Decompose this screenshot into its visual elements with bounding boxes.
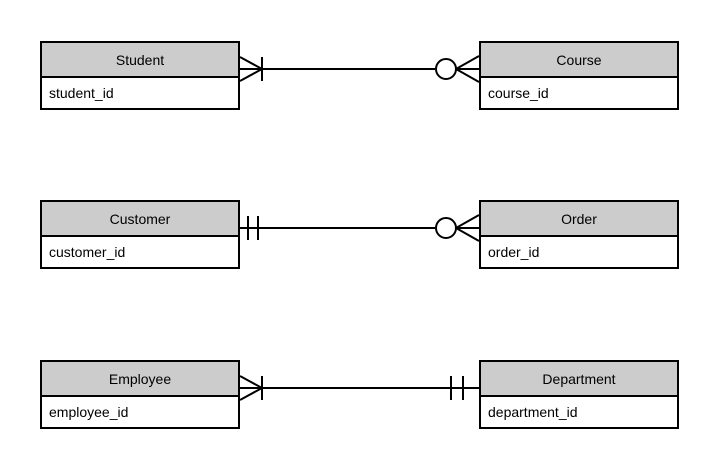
cardinality-crowsfoot-one-or-more-student (239, 56, 263, 82)
entity-course-attribute-course_id: course_id (488, 85, 549, 101)
entity-student-attribute-student_id: student_id (49, 85, 114, 101)
entity-department-attribute-department_id: department_id (488, 404, 578, 420)
connector-customer-order (240, 214, 480, 242)
relationship-customer-order: Customer customer_id Order order_id (0, 200, 720, 272)
entity-order[interactable]: Order order_id (479, 200, 679, 269)
entity-course[interactable]: Course course_id (479, 41, 679, 110)
entity-student-title: Student (42, 43, 238, 78)
relationship-employee-department: Employee employee_id Department departme… (0, 360, 720, 432)
entity-customer[interactable]: Customer customer_id (40, 200, 240, 269)
entity-order-title: Order (481, 202, 677, 237)
entity-course-title: Course (481, 43, 677, 78)
entity-student[interactable]: Student student_id (40, 41, 240, 110)
relationship-student-course: Student student_id Course course (0, 41, 720, 113)
entity-order-attribute-order_id: order_id (488, 244, 540, 260)
connector-student-course (239, 55, 480, 83)
cardinality-zero-or-more-order (435, 214, 480, 242)
entity-employee[interactable]: Employee employee_id (40, 360, 240, 429)
cardinality-circle-zero (435, 58, 457, 80)
cardinality-crowsfoot-one-or-more-employee (239, 375, 263, 401)
entity-customer-attribute-customer_id: customer_id (49, 244, 126, 260)
cardinality-zero-or-more-course (435, 55, 480, 83)
entity-customer-title: Customer (42, 202, 238, 237)
cardinality-exactly-one-department (450, 376, 464, 400)
entity-department[interactable]: Department department_id (479, 360, 679, 429)
cardinality-exactly-one-customer (247, 216, 259, 240)
entity-employee-attribute-employee_id: employee_id (49, 404, 129, 420)
entity-employee-title: Employee (42, 362, 238, 397)
entity-department-title: Department (481, 362, 677, 397)
connector-employee-department (239, 375, 479, 401)
cardinality-circle-zero (435, 217, 457, 239)
